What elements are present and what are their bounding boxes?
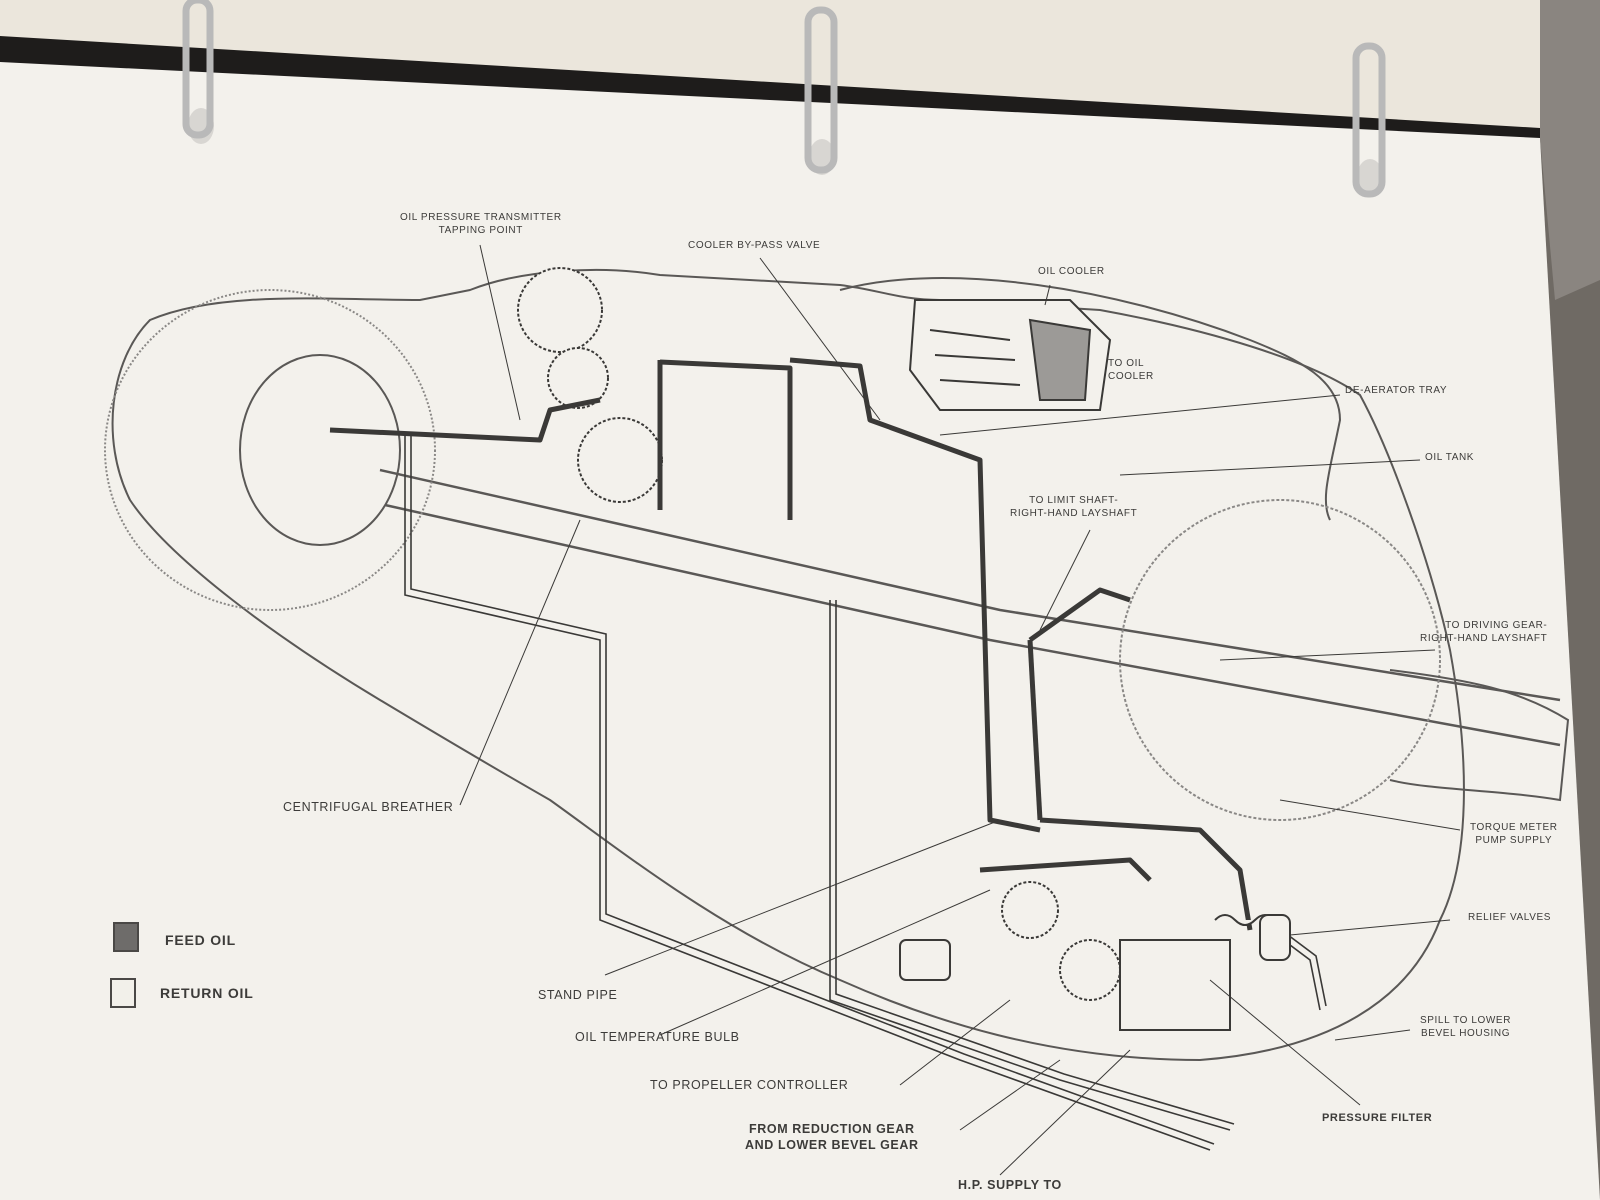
legend-return-label: RETURN OIL — [160, 985, 254, 1001]
manual-page — [0, 62, 1600, 1200]
label-cooler-bypass-valve: COOLER BY-PASS VALVE — [688, 240, 821, 251]
return-oil-pipes — [404, 435, 1327, 1151]
label-to-oil: TO OIL — [1108, 358, 1145, 369]
label-stand-pipe: STAND PIPE — [538, 988, 618, 1002]
label-bevel-housing: BEVEL HOUSING — [1420, 1027, 1511, 1039]
oil-cooler-fins — [929, 329, 1021, 386]
gear-middle — [547, 347, 609, 409]
label-oil-tank: OIL TANK — [1425, 452, 1475, 463]
pump-inlet — [899, 939, 951, 981]
main-shaft-lower-edge — [384, 503, 1561, 747]
label-torque-meter-pump-supply: TORQUE METER PUMP SUPPLY — [1470, 822, 1558, 847]
legend-return-swatch — [110, 978, 136, 1008]
feed-oil-pipes — [329, 357, 1253, 931]
label-oil-pressure-transmitter-line1: OIL PRESSURE TRANSMITTER — [400, 212, 562, 223]
label-right-hand-layshaft-1: RIGHT-HAND LAYSHAFT — [1010, 507, 1138, 519]
binder-ring-left — [182, 0, 214, 144]
relief-valve-housing — [1259, 914, 1291, 961]
label-pump-supply: PUMP SUPPLY — [1475, 834, 1553, 846]
label-spill-to-lower-bevel-housing: SPILL TO LOWER BEVEL HOUSING — [1420, 1015, 1511, 1040]
oil-tank-outline — [839, 277, 1342, 521]
background-surface — [1540, 0, 1600, 300]
label-hp-supply-to: H.P. SUPPLY TO — [958, 1178, 1062, 1192]
label-from-reduction-gear: FROM REDUCTION GEAR AND LOWER BEVEL GEAR — [745, 1122, 919, 1153]
label-pressure-filter: PRESSURE FILTER — [1322, 1112, 1433, 1124]
main-shaft — [379, 468, 1561, 702]
binder-ring-right — [1352, 42, 1386, 198]
output-shaft — [1389, 669, 1570, 802]
label-right-hand-layshaft-2: RIGHT-HAND LAYSHAFT — [1420, 632, 1548, 644]
label-oil-cooler: OIL COOLER — [1038, 266, 1105, 277]
binder-ring-center — [804, 6, 838, 175]
label-cooler: COOLER — [1108, 370, 1154, 382]
label-oil-temperature-bulb: OIL TEMPERATURE BULB — [575, 1030, 740, 1044]
oil-cooler-core — [1028, 318, 1092, 401]
label-spill-to-lower: SPILL TO LOWER — [1420, 1015, 1512, 1026]
engine-casing-outline — [111, 269, 1465, 1062]
label-oil-pressure-transmitter: OIL PRESSURE TRANSMITTER TAPPING POINT — [400, 212, 562, 237]
label-from-reduction-gear-line1: FROM REDUCTION GEAR — [749, 1122, 915, 1136]
gear-lower — [577, 417, 663, 503]
label-and-lower-bevel-gear: AND LOWER BEVEL GEAR — [745, 1137, 919, 1152]
label-torque-meter: TORQUE METER — [1470, 822, 1558, 833]
legend-feed-label: FEED OIL — [165, 932, 236, 948]
compressor-disc — [104, 289, 436, 611]
label-to-oil-cooler: TO OIL COOLER — [1108, 358, 1154, 383]
label-to-propeller-controller: TO PROPELLER CONTROLLER — [650, 1078, 849, 1092]
leader-lines — [459, 244, 1461, 1176]
label-tapping-point: TAPPING POINT — [438, 224, 523, 236]
label-de-aerator-tray: DE-AERATOR TRAY — [1345, 385, 1448, 396]
label-to-limit-shaft: TO LIMIT SHAFT- RIGHT-HAND LAYSHAFT — [1010, 495, 1137, 520]
label-to-driving-gear: TO DRIVING GEAR- RIGHT-HAND LAYSHAFT — [1420, 620, 1547, 645]
label-to-driving-gear-line1: TO DRIVING GEAR- — [1445, 620, 1548, 631]
pressure-filter-body — [1119, 939, 1231, 1031]
label-centrifugal-breather: CENTRIFUGAL BREATHER — [283, 800, 454, 814]
pump-gear-1 — [1001, 881, 1059, 939]
label-relief-valves: RELIEF VALVES — [1468, 912, 1552, 923]
gear-upper — [517, 267, 603, 353]
reduction-gear-housing — [1119, 499, 1441, 821]
legend-feed-swatch — [113, 922, 139, 952]
compressor-hub — [239, 354, 401, 546]
label-to-limit-shaft-line1: TO LIMIT SHAFT- — [1029, 495, 1119, 506]
pump-gear-2 — [1059, 939, 1121, 1001]
back-page — [0, 0, 1560, 140]
